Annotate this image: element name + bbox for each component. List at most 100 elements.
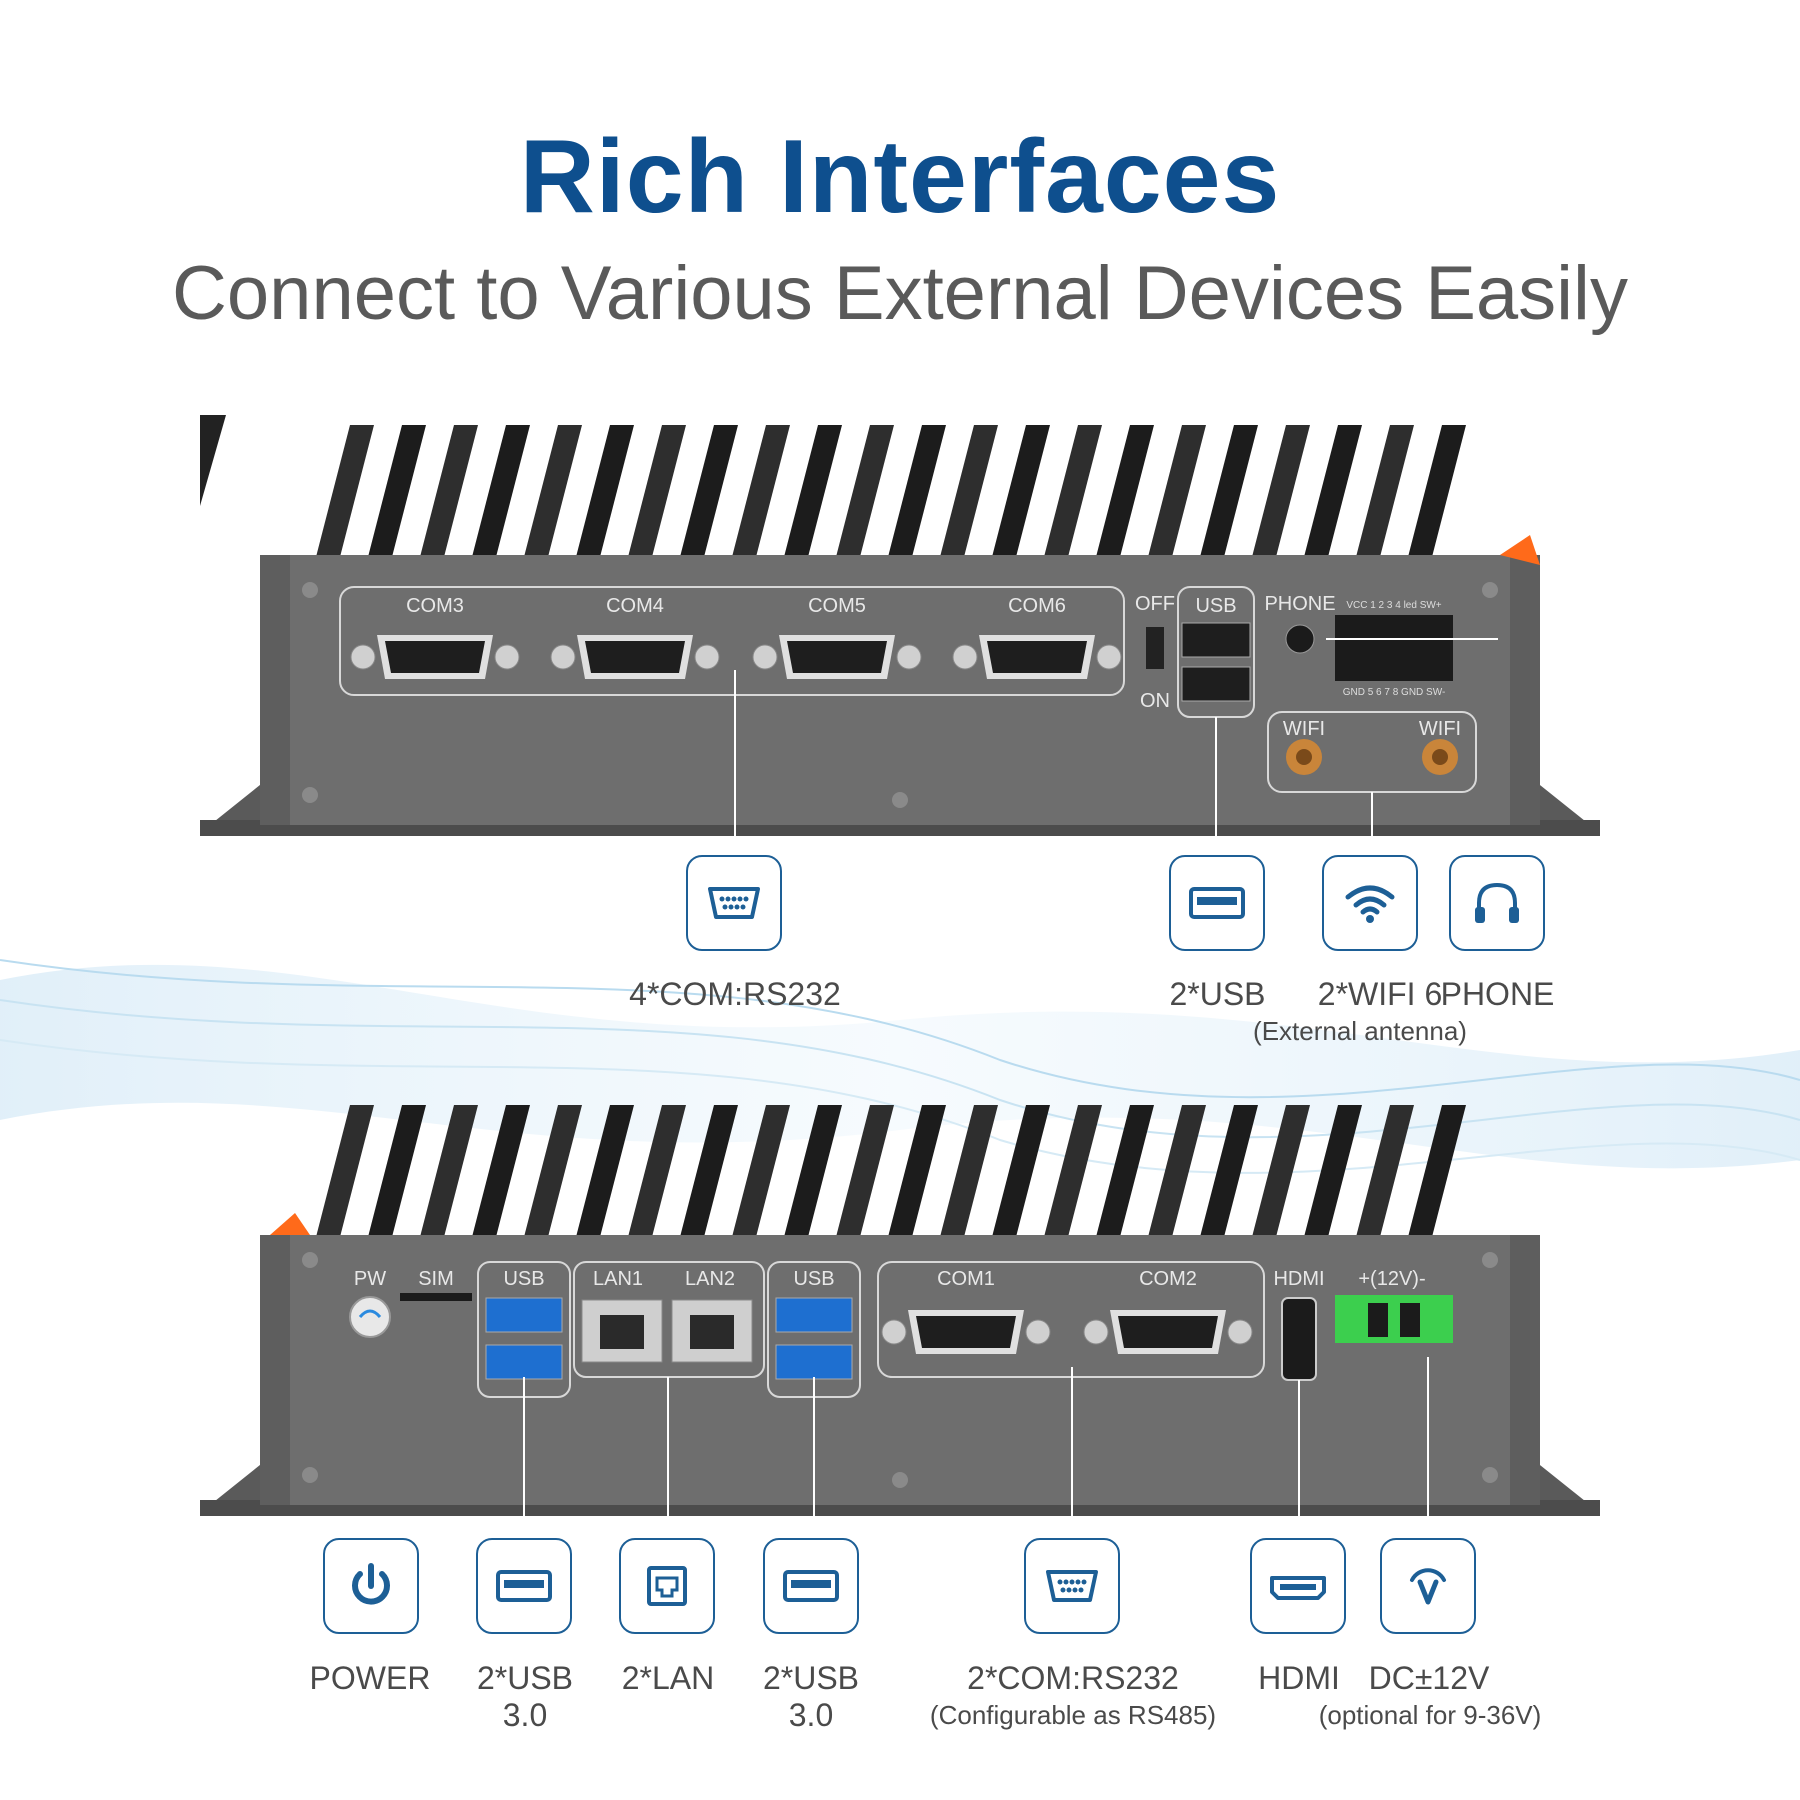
heatsink-fin: [1200, 1105, 1258, 1237]
heatsink-fin: [1096, 425, 1154, 557]
db9-connector: [550, 635, 720, 679]
heatsink-fin: [420, 1105, 478, 1237]
heatsink-fin: [1252, 1105, 1310, 1237]
port-label-lan1: LAN1: [593, 1268, 643, 1290]
heatsink-fin: [368, 425, 426, 557]
port-label-com2: COM2: [1139, 1268, 1197, 1290]
port-label-com6: COM6: [1008, 595, 1066, 617]
heatsink-fin: [1356, 1105, 1414, 1237]
heatsink-fin: [472, 425, 530, 557]
leader-lines-top: [734, 825, 1373, 855]
device-rear-panel-top: COM3 COM4 COM5 COM6 OFF ON USB PHONE VCC…: [200, 415, 1600, 836]
heatsink-fin: [316, 425, 374, 557]
header-pins-top: VCC 1 2 3 4 led SW+: [1346, 600, 1441, 611]
db9-connector: [881, 1310, 1051, 1354]
heatsink-fin: [628, 1105, 686, 1237]
feature-label-phone: PHONE: [1440, 976, 1555, 1012]
feature-label-usb-top: 2*USB: [1169, 976, 1266, 1012]
heatsink-fin: [732, 425, 790, 557]
feature-sublabel-dc: (optional for 9-36V): [1318, 1700, 1542, 1730]
port-label-dc: +(12V)-: [1358, 1268, 1425, 1290]
feature-sublabel-com-bottom: (Configurable as RS485): [929, 1700, 1217, 1730]
heatsink-fin: [680, 425, 738, 557]
db9-connector: [952, 635, 1122, 679]
feature-label-dc: DC±12V: [1368, 1660, 1490, 1696]
heatsink-fin: [576, 1105, 634, 1237]
port-label-com1: COM1: [937, 1268, 995, 1290]
db9-connector: [1083, 1310, 1253, 1354]
page-title: Rich Interfaces: [519, 119, 1281, 235]
heatsink-fin: [628, 425, 686, 557]
dc-power-icon: [1380, 1538, 1476, 1634]
heatsink-fin: [316, 1105, 374, 1237]
heatsink-fin: [992, 1105, 1050, 1237]
heatsink-fin: [1304, 1105, 1362, 1237]
feature-label-power: POWER: [309, 1660, 431, 1696]
leader-lines-bottom: [523, 1505, 1429, 1535]
heatsink-fin: [368, 1105, 426, 1237]
feature-label-hdmi: HDMI: [1258, 1660, 1340, 1696]
db9-connector: [350, 635, 520, 679]
heatsink-fin: [420, 425, 478, 557]
heatsink-fin: [888, 1105, 946, 1237]
header-pins-bottom: GND 5 6 7 8 GND SW-: [1343, 687, 1446, 698]
power-icon: [323, 1538, 419, 1634]
wifi-icon: [1322, 855, 1418, 951]
heatsink-fin: [472, 1105, 530, 1237]
serial-port-icon: [686, 855, 782, 951]
serial-port-icon: [1024, 1538, 1120, 1634]
db9-connector: [752, 635, 922, 679]
port-label-com3: COM3: [406, 595, 464, 617]
feature-sublabel-usb-right: 3.0: [788, 1697, 834, 1733]
port-label-wifi-2: WIFI: [1419, 718, 1461, 740]
usb-icon: [763, 1538, 859, 1634]
heatsink-fin: [992, 425, 1050, 557]
feature-label-com-top: 4*COM:RS232: [629, 976, 841, 1012]
heatsink-fin: [1356, 425, 1414, 557]
port-label-wifi-1: WIFI: [1283, 718, 1325, 740]
heatsink-fin: [1408, 1105, 1466, 1237]
port-label-usb-left: USB: [503, 1268, 544, 1290]
headphone-icon: [1449, 855, 1545, 951]
heatsink-fin: [524, 425, 582, 557]
heatsink-fin: [836, 425, 894, 557]
heatsink-fin: [1304, 425, 1362, 557]
heatsink-fin: [1252, 425, 1310, 557]
heatsink-fin: [940, 425, 998, 557]
heatsink-fin: [836, 1105, 894, 1237]
port-label-com5: COM5: [808, 595, 866, 617]
port-label-com4: COM4: [606, 595, 664, 617]
feature-label-usb-left: 2*USB: [476, 1660, 574, 1696]
feature-label-lan: 2*LAN: [621, 1660, 715, 1696]
heatsink-fin: [524, 1105, 582, 1237]
heatsink-fin: [784, 1105, 842, 1237]
feature-label-usb-right: 2*USB: [762, 1660, 860, 1696]
feature-sublabel-usb-left: 3.0: [502, 1697, 548, 1733]
page-subtitle: Connect to Various External Devices Easi…: [172, 251, 1628, 336]
heatsink-fin: [1408, 425, 1466, 557]
usb-icon: [1169, 855, 1265, 951]
heatsink-fin: [1148, 425, 1206, 557]
heatsink-fin: [1044, 1105, 1102, 1237]
lan-icon: [619, 1538, 715, 1634]
port-label-phone: PHONE: [1264, 593, 1335, 615]
heatsink-fin: [732, 1105, 790, 1237]
port-label-sim: SIM: [418, 1268, 454, 1290]
port-label-hdmi: HDMI: [1273, 1268, 1324, 1290]
heatsink-fin: [940, 1105, 998, 1237]
feature-sublabel-wifi: (External antenna): [1253, 1016, 1467, 1046]
hdmi-icon: [1250, 1538, 1346, 1634]
heatsink-fin: [1096, 1105, 1154, 1237]
port-label-usb-top: USB: [1195, 595, 1236, 617]
usb-icon: [476, 1538, 572, 1634]
heatsink-fins: [200, 415, 226, 506]
heatsink-fin: [888, 425, 946, 557]
feature-label-com-bottom: 2*COM:RS232: [967, 1660, 1179, 1696]
heatsink-fin: [1200, 425, 1258, 557]
heatsink-fin: [1044, 425, 1102, 557]
port-label-lan2: LAN2: [685, 1268, 735, 1290]
switch-label-on: ON: [1140, 690, 1170, 712]
port-label-pw: PW: [354, 1268, 386, 1290]
heatsink-fin: [680, 1105, 738, 1237]
switch-label-off: OFF: [1135, 593, 1175, 615]
